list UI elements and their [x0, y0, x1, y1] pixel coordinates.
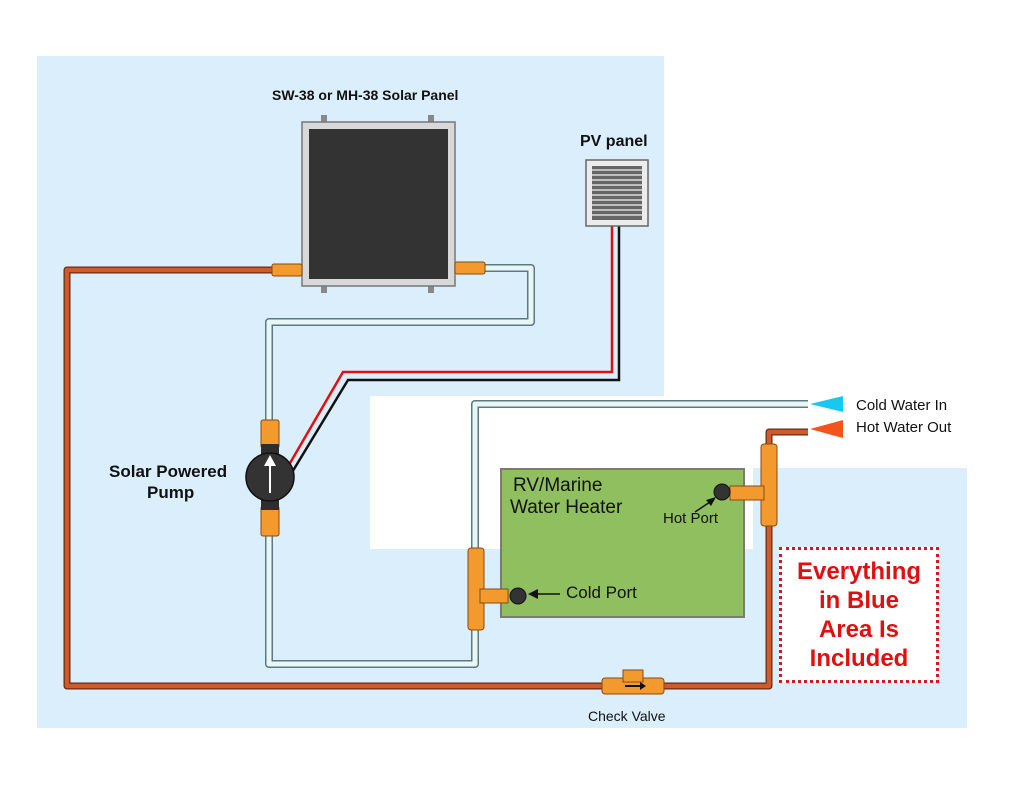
- solar-panel-label: SW-38 or MH-38 Solar Panel: [272, 87, 459, 103]
- hot-water-out-label: Hot Water Out: [856, 419, 952, 436]
- included-note-box: Everything in Blue Area Is Included: [779, 547, 939, 683]
- water-heater: [500, 468, 745, 618]
- cold-water-in-arrow: [810, 396, 843, 412]
- hot-water-out-arrow: [810, 420, 843, 438]
- hot-port-tee: [713, 443, 778, 527]
- solar-powered-pump: [245, 444, 295, 510]
- pump-fittings: [260, 419, 280, 537]
- heater-label-line2: Water Heater: [510, 497, 623, 518]
- check-valve-label: Check Valve: [588, 708, 666, 724]
- cold-water-in-label: Cold Water In: [856, 397, 948, 414]
- check-valve: [601, 669, 665, 695]
- pump-label-line1: Solar Powered: [109, 462, 228, 481]
- cold-port-arrow: [528, 589, 560, 599]
- hot-pipe: [63, 266, 808, 690]
- hot-port-label: Hot Port: [663, 510, 719, 527]
- pump-label-line2: Pump: [147, 483, 195, 502]
- pv-wires: [284, 226, 621, 475]
- cold-port-label: Cold Port: [566, 583, 637, 602]
- pv-panel: [585, 159, 649, 227]
- collector-fittings: [271, 261, 486, 277]
- solar-collector-panel: [301, 115, 456, 293]
- included-note-text: Everything in Blue Area Is Included: [796, 558, 922, 672]
- cold-port-tee: [467, 547, 527, 631]
- hot-port-arrow: [694, 497, 716, 513]
- heater-label-line1: RV/Marine: [513, 475, 603, 496]
- pv-panel-label: PV panel: [580, 133, 648, 150]
